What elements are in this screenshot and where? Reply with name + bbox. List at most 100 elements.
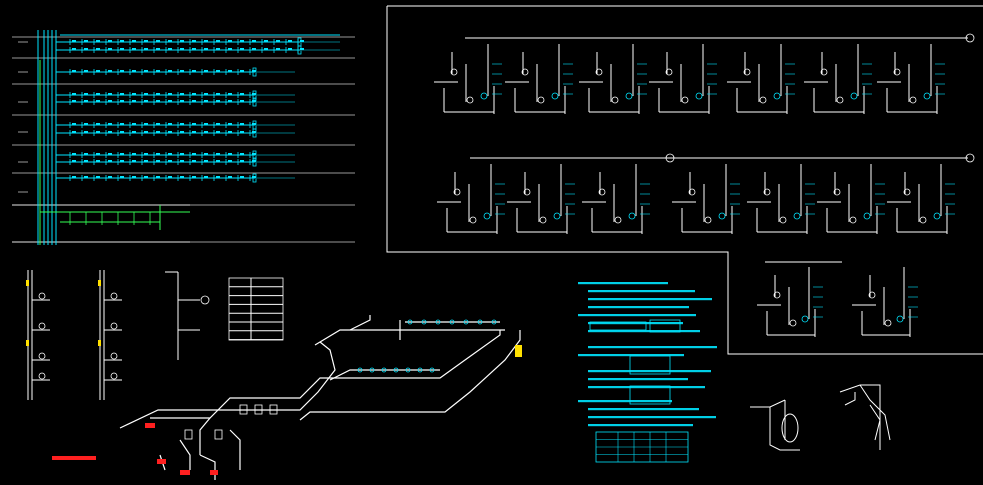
fixture-tag xyxy=(132,160,136,162)
fixture-tag xyxy=(72,40,76,42)
cad-block xyxy=(214,429,223,440)
fixture-tag xyxy=(84,40,88,42)
fixture-tag xyxy=(192,160,196,162)
fixture-tag xyxy=(144,100,148,102)
isometric-pipe-network xyxy=(119,315,521,480)
fixture-tag xyxy=(96,176,100,178)
fixture-tag xyxy=(288,48,292,50)
fixture-tag xyxy=(240,93,244,95)
fixture-tag xyxy=(180,123,184,125)
note-text-line xyxy=(588,370,711,373)
fixture-tag xyxy=(120,131,124,133)
vertical-riser-details xyxy=(26,270,210,460)
fixture-tag xyxy=(240,100,244,102)
valve-symbol xyxy=(521,68,529,76)
fixture-tag xyxy=(120,93,124,95)
fixture-tag xyxy=(72,100,76,102)
valve-symbol xyxy=(393,367,399,373)
fixture-tag xyxy=(72,153,76,155)
fixture-tag xyxy=(228,123,232,125)
fixture-tag xyxy=(300,40,304,42)
fixture-tag xyxy=(132,176,136,178)
fixture-tag xyxy=(156,123,160,125)
valve-symbol xyxy=(850,92,858,100)
fixture-tag xyxy=(120,123,124,125)
cad-block xyxy=(297,45,302,55)
valve-symbol xyxy=(896,315,904,323)
fixture-tag xyxy=(216,160,220,162)
fixture-tag xyxy=(132,40,136,42)
branch-diagram-row-upper xyxy=(434,33,975,114)
fixture-tag xyxy=(144,93,148,95)
fixture-tag xyxy=(120,100,124,102)
fixture-tag xyxy=(156,160,160,162)
fixture-tag xyxy=(168,153,172,155)
valve-symbol xyxy=(793,212,801,220)
fixture-tag xyxy=(96,160,100,162)
fixture-tag xyxy=(132,153,136,155)
valve-symbol xyxy=(466,96,474,104)
fixture-tag xyxy=(192,93,196,95)
valve-symbol xyxy=(695,92,703,100)
fixture-tag xyxy=(144,160,148,162)
valve-symbol xyxy=(483,212,491,220)
valve-symbol xyxy=(611,96,619,104)
note-text-line xyxy=(588,306,689,309)
fixture-tag xyxy=(96,131,100,133)
fixture-tag xyxy=(120,153,124,155)
fixture-tag xyxy=(192,48,196,50)
fixture-tag xyxy=(144,48,148,50)
fixture-tag xyxy=(180,40,184,42)
valve-symbol xyxy=(551,92,559,100)
valve-symbol xyxy=(449,319,455,325)
fixture-tag xyxy=(156,40,160,42)
valve-symbol xyxy=(537,96,545,104)
fixture-tag xyxy=(72,48,76,50)
valve-symbol xyxy=(849,216,857,224)
fixture-tag xyxy=(228,93,232,95)
valve-symbol xyxy=(884,319,892,327)
fixture-tag xyxy=(204,176,208,178)
note-text-line xyxy=(588,386,705,389)
fixture-tag xyxy=(84,48,88,50)
fixture-tag xyxy=(252,123,256,125)
fixture-tag xyxy=(132,48,136,50)
valve-symbol xyxy=(417,367,423,373)
fixture-tag xyxy=(96,48,100,50)
valve-symbol xyxy=(450,68,458,76)
valve-symbol xyxy=(491,319,497,325)
fixture-tag xyxy=(276,48,280,50)
fixture-tag xyxy=(156,93,160,95)
note-text-line xyxy=(588,416,716,419)
fixture-tag xyxy=(96,70,100,72)
fixture-tag xyxy=(216,48,220,50)
fixture-tag xyxy=(132,70,136,72)
fixture-tag xyxy=(228,100,232,102)
fixture-tag xyxy=(84,160,88,162)
note-text-line xyxy=(588,298,712,301)
valve-symbol xyxy=(463,319,469,325)
fixture-tag xyxy=(216,176,220,178)
fixture-tag xyxy=(108,100,112,102)
fixture-tag xyxy=(288,40,292,42)
fixture-tag xyxy=(144,40,148,42)
pipe-size-legend-table xyxy=(228,277,284,341)
fixture-tag xyxy=(96,40,100,42)
valve-symbol xyxy=(38,292,46,300)
valve-symbol xyxy=(868,291,876,299)
fixture-tag xyxy=(168,40,172,42)
valve-symbol xyxy=(421,319,427,325)
fixture-tag xyxy=(240,48,244,50)
fixture-tag xyxy=(228,176,232,178)
fixture-tag xyxy=(180,131,184,133)
fixture-tag xyxy=(192,70,196,72)
valve-symbol xyxy=(435,319,441,325)
fixture-tag xyxy=(216,100,220,102)
note-text-line xyxy=(578,400,672,403)
valve-symbol xyxy=(614,216,622,224)
fixture-tag xyxy=(192,176,196,178)
fixture-tag xyxy=(132,93,136,95)
fixture-tag xyxy=(96,153,100,155)
valve-symbol xyxy=(369,367,375,373)
